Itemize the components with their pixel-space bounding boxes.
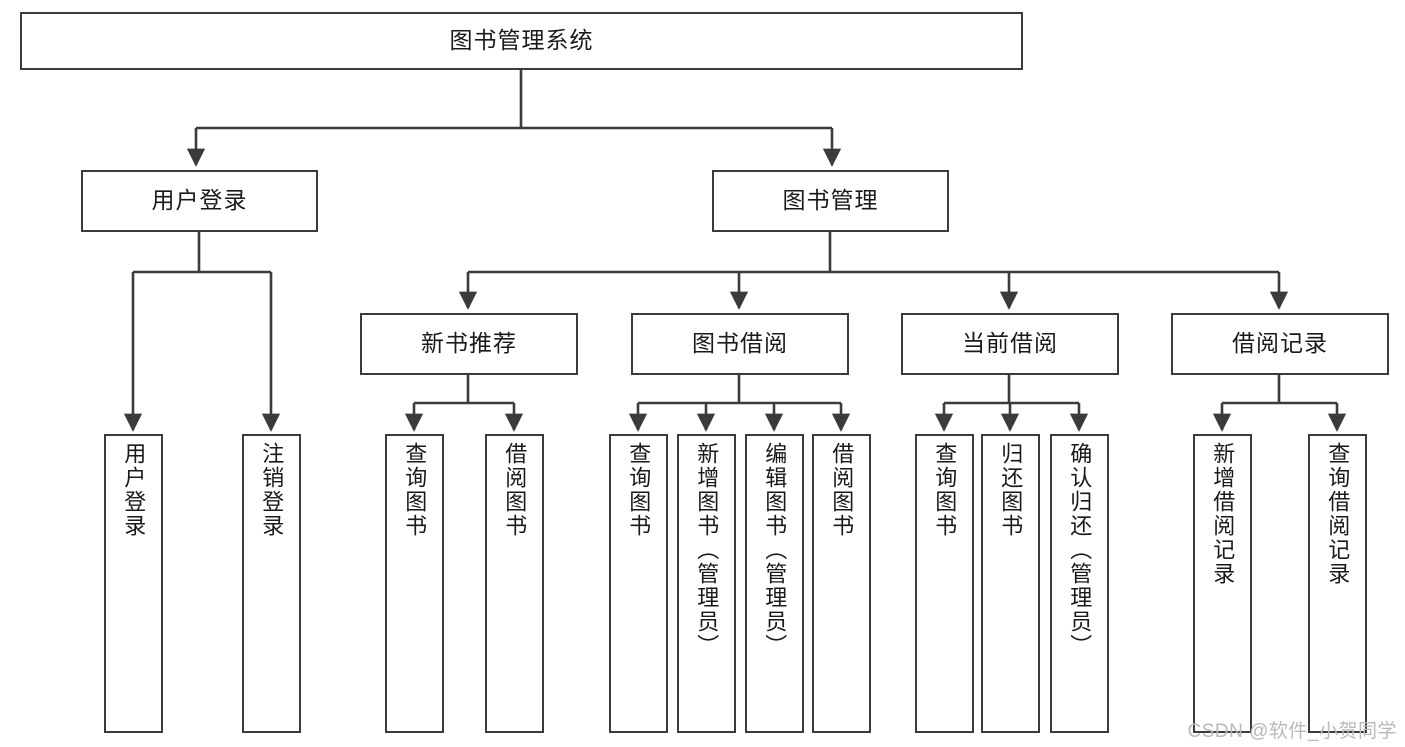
node-current-borrow-label: 当前借阅 [962,330,1058,357]
node-leaf-return-book[interactable]: 归还图书 [981,434,1040,733]
node-root[interactable]: 图书管理系统 [20,12,1023,70]
node-book-manage-label: 图书管理 [782,187,879,214]
node-leaf-borrow-book-2-label: 借阅图书 [829,442,855,538]
node-leaf-query-book-2[interactable]: 查询图书 [609,434,668,733]
node-leaf-confirm-return-label: 确认归还（管理员） [1067,442,1093,658]
node-leaf-user-login-label: 用户登录 [121,442,147,538]
node-leaf-user-login[interactable]: 用户登录 [104,434,163,733]
watermark-text: CSDN @软件_小贺同学 [1187,721,1397,742]
node-borrow-record[interactable]: 借阅记录 [1171,313,1389,375]
node-book-borrow[interactable]: 图书借阅 [631,313,849,375]
node-leaf-query-record-label: 查询借阅记录 [1325,442,1351,586]
node-leaf-edit-book-label: 编辑图书（管理员） [762,442,788,658]
node-leaf-confirm-return[interactable]: 确认归还（管理员） [1050,434,1109,733]
node-leaf-return-book-label: 归还图书 [998,442,1024,538]
node-leaf-borrow-book-2[interactable]: 借阅图书 [812,434,871,733]
node-leaf-query-book-1[interactable]: 查询图书 [385,434,444,733]
node-leaf-query-book-1-label: 查询图书 [402,442,428,538]
node-leaf-query-record[interactable]: 查询借阅记录 [1308,434,1367,733]
node-root-label: 图书管理系统 [449,27,594,54]
node-new-book-rec-label: 新书推荐 [421,330,517,357]
node-leaf-query-book-3-label: 查询图书 [932,442,958,538]
node-leaf-add-book[interactable]: 新增图书（管理员） [677,434,736,733]
node-leaf-borrow-book-1-label: 借阅图书 [502,442,528,538]
node-leaf-add-record-label: 新增借阅记录 [1210,442,1236,586]
node-leaf-user-logout[interactable]: 注销登录 [242,434,301,733]
node-leaf-add-book-label: 新增图书（管理员） [694,442,720,658]
node-leaf-query-book-2-label: 查询图书 [626,442,652,538]
node-leaf-borrow-book-1[interactable]: 借阅图书 [485,434,544,733]
node-borrow-record-label: 借阅记录 [1232,330,1328,357]
node-leaf-query-book-3[interactable]: 查询图书 [915,434,974,733]
node-new-book-rec[interactable]: 新书推荐 [360,313,578,375]
node-user-login[interactable]: 用户登录 [81,170,318,232]
node-leaf-add-record[interactable]: 新增借阅记录 [1193,434,1252,733]
node-book-manage[interactable]: 图书管理 [712,170,949,232]
node-user-login-label: 用户登录 [151,187,248,214]
node-book-borrow-label: 图书借阅 [692,330,788,357]
node-leaf-edit-book[interactable]: 编辑图书（管理员） [745,434,804,733]
node-current-borrow[interactable]: 当前借阅 [901,313,1119,375]
node-leaf-user-logout-label: 注销登录 [259,442,285,538]
